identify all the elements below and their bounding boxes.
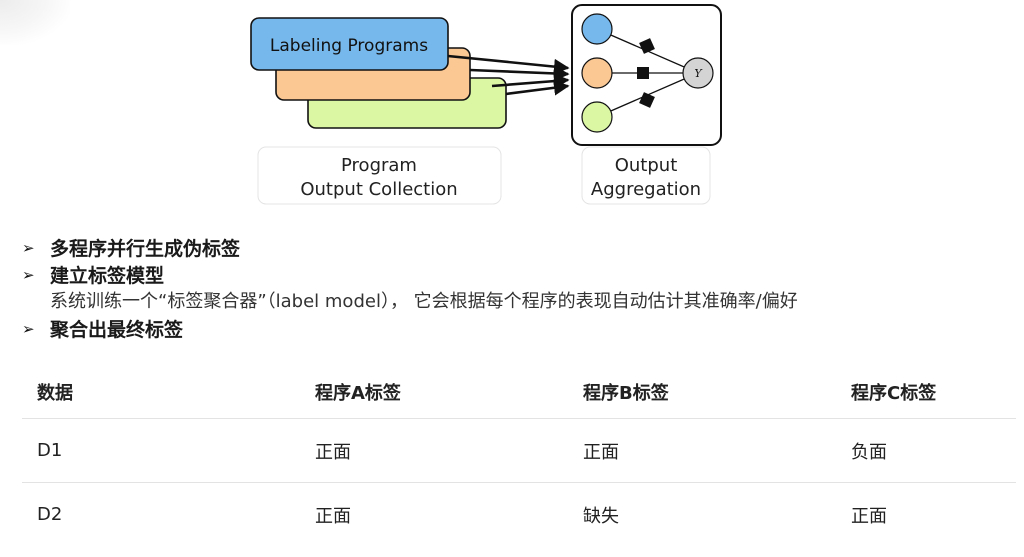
- arrow-2: [469, 65, 570, 82]
- latent-label-node: [682, 57, 714, 89]
- bullet-text: 建立标签模型: [50, 265, 165, 287]
- bullet-item: ➢ 建立标签模型: [22, 261, 1002, 288]
- aggregation-caption-line2: Aggregation: [591, 179, 701, 200]
- factor-node-2: [637, 67, 649, 79]
- corner-shade: [0, 0, 70, 45]
- table-cell: 正面: [851, 505, 887, 527]
- bullet-text: 多程序并行生成伪标签: [50, 238, 241, 260]
- collection-caption-box: [257, 146, 502, 205]
- bullet-subtext: 系统训练一个“标签聚合器”（label model）， 它会根据每个程序的表现自…: [50, 291, 798, 312]
- table-header-cell: 程序B标签: [568, 366, 836, 419]
- bullet-arrow-icon: ➢: [22, 238, 35, 257]
- source-node-orange: [581, 57, 613, 89]
- bullet-list: ➢ 多程序并行生成伪标签 ➢ 建立标签模型 系统训练一个“标签聚合器”（labe…: [22, 234, 1002, 342]
- arrow-4: [505, 80, 570, 96]
- label-table: 数据 程序A标签 程序B标签 程序C标签 D1 正面 正面 负面 D2 正面 缺…: [22, 366, 1016, 546]
- table-header-cell: 数据: [22, 366, 300, 419]
- bullet-arrow-icon: ➢: [22, 319, 35, 338]
- aggregation-caption-line1: Output: [615, 155, 678, 176]
- factor-node-1: [639, 38, 655, 54]
- latent-label-y: Y: [694, 67, 703, 80]
- bullet-item: ➢ 多程序并行生成伪标签: [22, 234, 1002, 261]
- source-node-blue: [581, 13, 613, 45]
- bullet-item: ➢ 聚合出最终标签: [22, 315, 1002, 342]
- source-node-green: [581, 101, 613, 133]
- collection-caption-line2: Output Collection: [300, 179, 457, 200]
- table-header-row: 数据 程序A标签 程序B标签 程序C标签: [22, 366, 1016, 419]
- aggregation-caption-box: [581, 146, 711, 205]
- table-cell: 正面: [568, 418, 836, 483]
- table-cell: 负面: [836, 418, 1016, 483]
- labeling-programs-label: Labeling Programs: [270, 36, 428, 56]
- bullet-text: 聚合出最终标签: [50, 319, 184, 341]
- weak-supervision-diagram: Labeling Programs Y Program Output Colle…: [250, 4, 722, 205]
- table-row: D1 正面 正面 负面: [22, 418, 1016, 483]
- table-header-cell: 程序A标签: [300, 366, 568, 419]
- factor-node-3: [639, 92, 655, 108]
- table-cell: 正面: [315, 505, 351, 527]
- table-cell: 缺失: [583, 505, 619, 527]
- bullet-arrow-icon: ➢: [22, 265, 35, 284]
- table-row: D2 正面 缺失 正面: [22, 483, 1016, 547]
- arrow-1: [447, 54, 570, 75]
- program-box-blue: [250, 17, 449, 71]
- table-cell: D2: [37, 504, 63, 525]
- table-header-cell: 程序C标签: [836, 366, 1016, 419]
- table-cell: 正面: [300, 418, 568, 483]
- collection-caption-line1: Program: [341, 155, 417, 176]
- table-cell: D1: [22, 418, 300, 483]
